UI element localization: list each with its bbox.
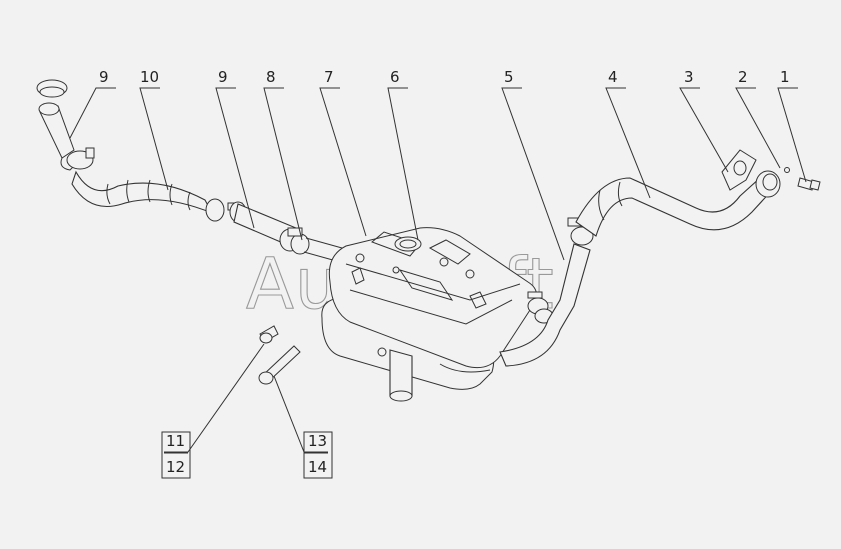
callout-box-11-12 (161, 431, 191, 479)
leader-lines (69, 87, 807, 454)
callout-6: 6 (390, 68, 400, 86)
callout-labels: 9 10 9 8 7 6 5 4 3 2 1 11 12 13 14 (99, 68, 790, 479)
callout-12: 12 (166, 458, 185, 476)
callout-4: 4 (608, 68, 618, 86)
muffler-assembly (321, 227, 537, 390)
hose-clamp-5-lower (527, 291, 554, 324)
callout-3: 3 (684, 68, 694, 86)
corrugated-hose-10 (71, 170, 214, 215)
callout-11: 11 (166, 432, 185, 450)
hose-clamp-5-upper (567, 217, 594, 246)
callout-9-mid: 9 (218, 68, 228, 86)
callout-1: 1 (780, 68, 790, 86)
callout-14: 14 (308, 458, 327, 476)
exhaust-pipe-5 (499, 243, 591, 367)
bolt-13-14 (258, 345, 301, 385)
callout-2: 2 (738, 68, 748, 86)
callout-10: 10 (140, 68, 159, 86)
intake-inlet-pipe (36, 79, 81, 171)
exhaust-flange-gasket-3 (721, 149, 757, 191)
exhaust-pipe-4 (575, 177, 775, 237)
exhaust-elbow-2 (755, 167, 790, 198)
callout-13: 13 (308, 432, 327, 450)
callout-9-left: 9 (99, 68, 109, 86)
callout-8: 8 (266, 68, 276, 86)
bolt-1 (797, 177, 821, 191)
hose-clamp-left-upper (66, 147, 95, 170)
callout-5: 5 (504, 68, 514, 86)
callout-box-13-14 (303, 431, 333, 479)
muffler-outlet-pipe (377, 347, 413, 402)
callout-7: 7 (324, 68, 334, 86)
bolt-11-12 (259, 325, 279, 344)
